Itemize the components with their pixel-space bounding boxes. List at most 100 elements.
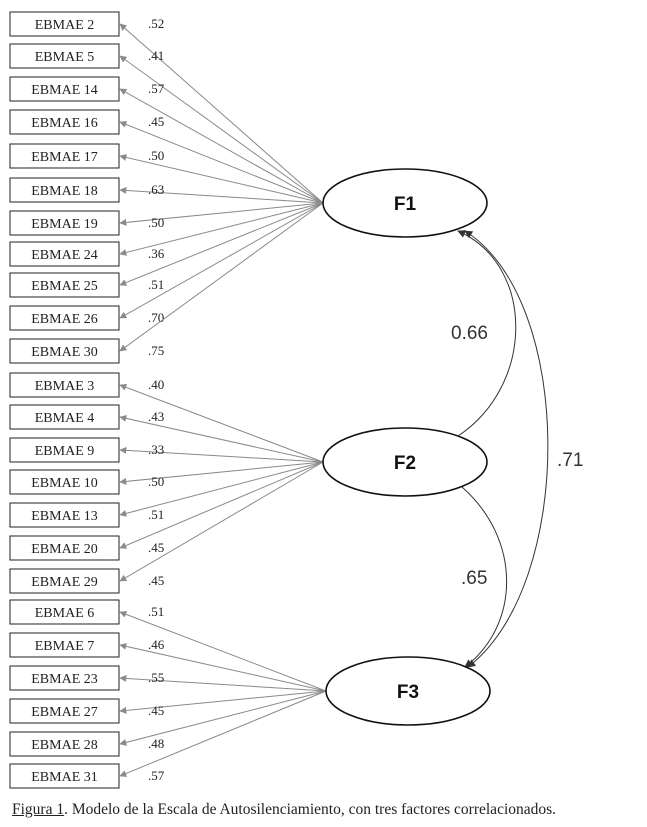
loading-arrow: [119, 690, 327, 746]
loading-value: .36: [148, 246, 165, 261]
item-label: EBMAE 14: [31, 83, 98, 98]
item-label: EBMAE 10: [31, 476, 98, 491]
item-box: [9, 272, 120, 298]
item-label: EBMAE 28: [31, 738, 98, 753]
loading-value: .45: [148, 703, 164, 718]
loading-value: .52: [148, 16, 164, 31]
loading-value: .45: [148, 573, 164, 588]
correlation-arrow-f1-f3: [464, 230, 549, 668]
factor-label-f1: F1: [394, 194, 417, 215]
loading-arrow: [119, 461, 324, 549]
caption-text: . Modelo de la Escala de Autosilenciamie…: [64, 801, 557, 818]
factor-ellipse-f2: [322, 427, 488, 497]
loading-arrow: [119, 690, 327, 714]
loading-value: .57: [148, 768, 165, 783]
item-box: [9, 665, 120, 691]
item-label: EBMAE 9: [35, 444, 95, 459]
item-label: EBMAE 6: [35, 606, 95, 621]
item-box: [9, 241, 120, 267]
loading-arrow: [119, 610, 327, 692]
correlation-value-f1-f3: .71: [557, 450, 583, 471]
item-box: [9, 698, 120, 724]
factor-loadings: .52.41.57.45.50.63.50.36.51.70.75.40.43.…: [119, 16, 327, 783]
item-box: [9, 632, 120, 658]
loading-arrow: [119, 88, 324, 204]
loading-arrow: [119, 690, 327, 777]
loading-arrow: [119, 202, 324, 286]
loading-arrow: [119, 186, 324, 204]
item-box: [9, 210, 120, 236]
loading-value: .63: [148, 182, 164, 197]
correlation-arrow-f1-f2: [457, 230, 517, 437]
loading-arrow: [119, 642, 327, 692]
loading-value: .50: [148, 148, 164, 163]
item-label: EBMAE 29: [31, 575, 98, 590]
item-label: EBMAE 3: [35, 379, 95, 394]
correlation-arrow-f2-f3: [461, 486, 508, 668]
loading-value: .50: [148, 474, 164, 489]
loading-value: .51: [148, 507, 164, 522]
loading-arrow: [119, 154, 324, 204]
loading-arrow: [119, 414, 324, 463]
loading-arrow: [119, 461, 324, 517]
loading-value: .41: [148, 48, 164, 63]
factor-correlations: 0.66 .65 .71: [451, 230, 583, 668]
item-label: EBMAE 2: [35, 18, 95, 33]
loading-value: .40: [148, 377, 164, 392]
item-label: EBMAE 5: [35, 50, 95, 65]
loading-value: .75: [148, 343, 164, 358]
item-label: EBMAE 30: [31, 345, 98, 360]
loading-value: .57: [148, 81, 165, 96]
correlation-value-f2-f3: .65: [461, 568, 487, 589]
loading-value: .48: [148, 736, 164, 751]
item-label: EBMAE 24: [31, 248, 98, 263]
item-box: [9, 437, 120, 463]
item-label: EBMAE 18: [31, 184, 98, 199]
item-label: EBMAE 20: [31, 542, 98, 557]
observed-items: EBMAE 2 EBMAE 5 EBMAE 14 EBMAE 16 EBMAE 17 EB…: [9, 11, 120, 789]
loading-value: .46: [148, 637, 165, 652]
item-label: EBMAE 27: [31, 705, 98, 720]
item-box: [9, 763, 120, 789]
item-box: [9, 109, 120, 135]
item-label: EBMAE 7: [35, 639, 95, 654]
item-label: EBMAE 17: [31, 150, 98, 165]
item-box: [9, 143, 120, 169]
item-label: EBMAE 13: [31, 509, 98, 524]
item-label: EBMAE 16: [31, 116, 98, 131]
loading-arrow: [119, 202, 324, 226]
item-label: EBMAE 26: [31, 312, 98, 327]
item-box: [9, 469, 120, 495]
loading-arrow: [119, 202, 324, 319]
item-box: [9, 568, 120, 594]
factor-ellipse-f1: [322, 168, 488, 238]
loading-arrow: [119, 461, 324, 485]
loading-value: .45: [148, 540, 164, 555]
item-box: [9, 11, 120, 37]
loading-arrow: [119, 202, 324, 352]
loading-arrow: [119, 674, 327, 692]
loading-arrow: [119, 202, 324, 256]
item-box: [9, 338, 120, 364]
item-box: [9, 404, 120, 430]
cfa-path-diagram: 0.66 .65 .71 .52 .41 .57 .45 .50 .63 .50 .36 .51 .7…: [9, 11, 583, 789]
item-box: [9, 305, 120, 331]
item-label: EBMAE 23: [31, 672, 98, 687]
item-box: [9, 372, 120, 398]
factor-label-f3: F3: [397, 682, 419, 703]
loading-arrow: [119, 23, 324, 204]
caption-figure-number: Figura 1: [12, 801, 65, 818]
correlation-value-f1-f2: 0.66: [451, 323, 488, 344]
item-label: EBMAE 19: [31, 217, 98, 232]
loading-value: .45: [148, 114, 164, 129]
loading-arrow: [119, 121, 324, 204]
item-box: [9, 731, 120, 757]
item-box: [9, 43, 120, 69]
loading-value: .50: [148, 215, 164, 230]
factor-label-f2: F2: [394, 453, 416, 474]
item-box: [9, 502, 120, 528]
loading-value: .51: [148, 604, 164, 619]
item-box: [9, 535, 120, 561]
item-label: EBMAE 4: [35, 411, 95, 426]
